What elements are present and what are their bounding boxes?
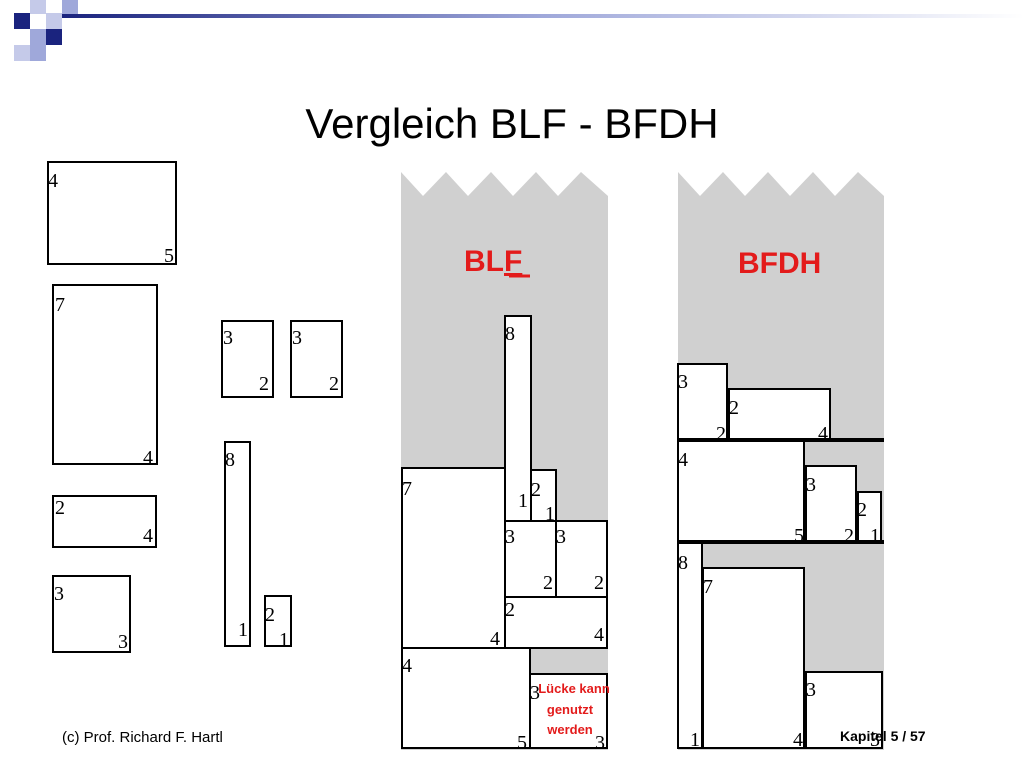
svg-text:4: 4 <box>818 423 828 445</box>
bfdh-piece: 3 2 <box>677 363 728 445</box>
piece: 7 4 <box>52 284 158 469</box>
bfdh-piece: 2 4 <box>728 388 831 445</box>
svg-text:genutzt: genutzt <box>547 702 594 717</box>
blf-piece: 2 4 <box>504 596 608 649</box>
svg-text:2: 2 <box>594 572 604 594</box>
decor-square <box>30 0 46 14</box>
svg-text:1: 1 <box>279 629 289 651</box>
svg-text:werden: werden <box>546 722 593 737</box>
svg-text:1: 1 <box>238 619 248 641</box>
svg-text:2: 2 <box>329 373 339 395</box>
svg-text:3: 3 <box>54 583 64 605</box>
bfdh-piece: 3 3 <box>805 671 883 751</box>
svg-text:7: 7 <box>55 294 65 316</box>
svg-text:7: 7 <box>402 478 412 500</box>
blf-piece: 8 1 <box>504 315 532 522</box>
piece: 3 2 <box>290 320 343 398</box>
svg-text:2: 2 <box>505 599 515 621</box>
svg-text:3: 3 <box>678 371 688 393</box>
svg-text:2: 2 <box>265 604 275 626</box>
svg-text:Lücke kann: Lücke kann <box>538 681 610 696</box>
svg-text:1: 1 <box>518 490 528 512</box>
blf-piece: 7 4 <box>401 467 506 650</box>
decor-square <box>46 29 62 45</box>
svg-text:3: 3 <box>806 474 816 496</box>
svg-text:1: 1 <box>870 525 880 547</box>
svg-text:5: 5 <box>164 245 174 267</box>
piece: 4 5 <box>47 161 177 267</box>
blf-piece: 3 3 <box>529 673 608 754</box>
svg-text:8: 8 <box>505 323 515 345</box>
svg-text:3: 3 <box>118 631 128 653</box>
decor-square <box>46 13 62 29</box>
piece: 2 1 <box>264 595 292 651</box>
bfdh-piece: 2 1 <box>857 491 882 547</box>
bfdh-piece: 3 2 <box>805 465 857 547</box>
bfdh-piece: 8 1 <box>677 542 703 751</box>
svg-text:2: 2 <box>543 572 553 594</box>
svg-text:3: 3 <box>595 732 605 754</box>
svg-text:2: 2 <box>531 479 541 501</box>
blf-label: BLF <box>464 245 522 278</box>
svg-text:2: 2 <box>55 497 65 519</box>
bfdh-piece: 4 5 <box>677 440 805 547</box>
piece: 2 4 <box>52 495 157 548</box>
footer-page: Kapitel 5 / 57 <box>840 728 926 744</box>
svg-text:2: 2 <box>844 525 854 547</box>
svg-text:3: 3 <box>556 526 566 548</box>
svg-text:5: 5 <box>794 525 804 547</box>
slide-title: Vergleich BLF - BFDH <box>305 100 719 147</box>
decor-square <box>30 29 46 45</box>
gap-note: Lücke kann genutzt werden <box>538 681 610 737</box>
svg-text:4: 4 <box>490 628 500 650</box>
blf-piece: 4 5 <box>401 647 531 754</box>
svg-text:8: 8 <box>678 552 688 574</box>
svg-text:3: 3 <box>223 327 233 349</box>
svg-text:4: 4 <box>143 447 153 469</box>
blf-piece: 2 1 <box>530 469 557 525</box>
decor-square <box>62 0 78 14</box>
svg-text:3: 3 <box>505 526 515 548</box>
svg-text:2: 2 <box>259 373 269 395</box>
svg-text:4: 4 <box>678 449 688 471</box>
svg-text:3: 3 <box>806 679 816 701</box>
svg-text:4: 4 <box>594 624 604 646</box>
blf-piece: 3 2 <box>555 520 608 598</box>
decor-square <box>30 45 46 61</box>
decor-square <box>14 13 30 29</box>
svg-text:2: 2 <box>729 397 739 419</box>
svg-text:4: 4 <box>402 655 412 677</box>
footer-author: (c) Prof. Richard F. Hartl <box>62 729 223 746</box>
svg-text:1: 1 <box>545 503 555 525</box>
piece: 8 1 <box>224 441 251 647</box>
svg-text:4: 4 <box>48 170 58 192</box>
svg-text:2: 2 <box>857 499 867 521</box>
svg-text:3: 3 <box>292 327 302 349</box>
decor-square <box>14 45 30 61</box>
piece: 3 2 <box>221 320 274 398</box>
bfdh-label: BFDH <box>738 247 821 280</box>
corner-decoration <box>14 0 1024 61</box>
svg-text:4: 4 <box>143 525 153 547</box>
svg-text:2: 2 <box>716 423 726 445</box>
blf-piece: 3 2 <box>504 520 557 598</box>
svg-text:5: 5 <box>517 732 527 754</box>
header-rule <box>62 14 1024 18</box>
piece: 3 3 <box>52 575 131 653</box>
svg-text:7: 7 <box>703 576 713 598</box>
bfdh-piece: 7 4 <box>702 567 805 751</box>
svg-text:4: 4 <box>793 729 803 751</box>
svg-text:3: 3 <box>870 729 880 751</box>
svg-text:3: 3 <box>530 682 540 704</box>
svg-text:8: 8 <box>225 449 235 471</box>
svg-text:1: 1 <box>690 729 700 751</box>
